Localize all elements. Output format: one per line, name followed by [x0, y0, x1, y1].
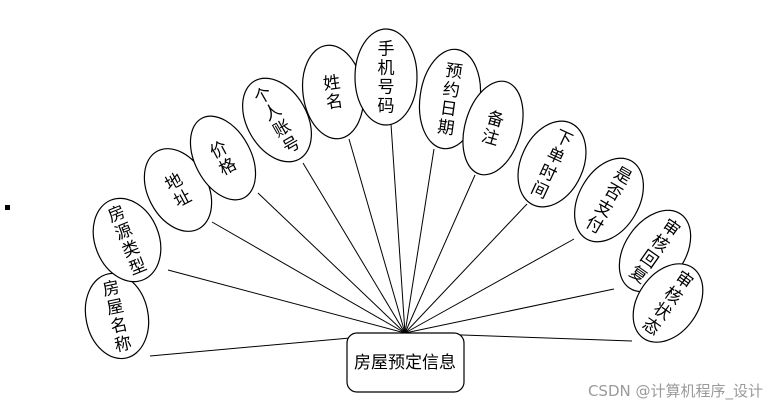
attribute-node: 房屋名称 [84, 272, 150, 360]
attribute-ellipse [462, 80, 524, 176]
connector-line [390, 123, 406, 334]
attribute-node: 房源类型 [92, 197, 162, 283]
attribute-ellipse [517, 120, 587, 208]
attribute-ellipse [189, 115, 257, 201]
connector-line [404, 174, 476, 334]
attribute-ellipse [242, 77, 312, 163]
attribute-label: 房屋名称 [101, 278, 134, 357]
connector-line [348, 138, 406, 334]
attribute-node: 价格 [189, 115, 257, 201]
attribute-label: 手机号码 [378, 40, 395, 117]
attribute-ellipse [84, 272, 150, 360]
attribute-node: 备注 [462, 80, 524, 176]
attribute-label: 姓名 [322, 72, 344, 113]
attribute-node: 审核状态 [632, 263, 704, 343]
attribute-node: 个人账号 [242, 77, 312, 163]
attribute-label: 备注 [479, 108, 506, 150]
connector-line [257, 192, 406, 334]
connector-line [211, 221, 406, 334]
connector-line [404, 148, 435, 334]
connector-line [302, 162, 406, 334]
connector-line [404, 203, 528, 334]
entity-box: 房屋预定信息 [346, 332, 465, 393]
attribute-label: 审核回复 [625, 215, 683, 288]
attribute-ellipse [574, 157, 644, 243]
attribute-ellipse [354, 28, 418, 126]
bullet-mark [5, 205, 10, 210]
connector-lines [149, 123, 633, 357]
attribute-node: 地址 [143, 148, 213, 232]
attribute-ellipse [632, 263, 704, 343]
attribute-label: 房源类型 [105, 202, 150, 280]
watermark: CSDN @计算机程序_设计 [587, 382, 763, 400]
attribute-node: 下单时间 [517, 120, 587, 208]
connector-line [167, 269, 406, 334]
entity-label: 房屋预定信息 [354, 353, 456, 373]
attribute-node: 手机号码 [354, 28, 418, 126]
entity-rect [346, 332, 465, 393]
attribute-ellipses: 房屋名称房源类型地址价格个人账号姓名 手机号码 预约日期备注下单时间是否支付审核回复… [84, 28, 704, 360]
attribute-node: 姓名 [301, 44, 365, 140]
connector-line [404, 288, 615, 334]
attribute-label: 预约日期 [436, 61, 464, 140]
attribute-label: 下单时间 [528, 126, 576, 203]
connector-line [404, 238, 575, 334]
attribute-node: 是否支付 [574, 157, 644, 243]
attribute-ellipse [92, 197, 162, 283]
